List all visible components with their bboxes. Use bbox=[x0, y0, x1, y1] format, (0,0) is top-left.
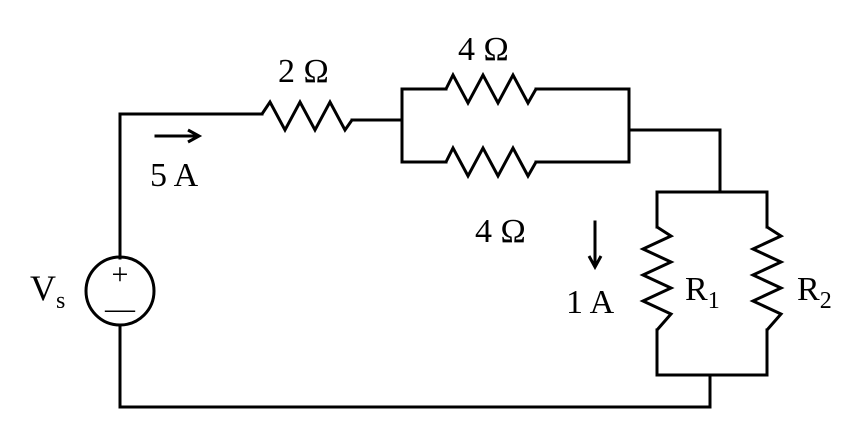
parallel-bottom-resistor bbox=[444, 144, 538, 180]
r1-label: R1 bbox=[685, 271, 720, 314]
r1-subscript: 1 bbox=[708, 288, 720, 314]
series-resistor-label: 2 Ω bbox=[278, 53, 329, 90]
voltage-source-plus: + bbox=[112, 258, 129, 291]
arrow-right-icon bbox=[154, 128, 203, 144]
wire-bottom-return bbox=[118, 323, 712, 409]
voltage-source-circle bbox=[84, 255, 156, 327]
r2-subscript: 2 bbox=[820, 288, 832, 314]
voltage-source-label: Vs bbox=[30, 268, 65, 314]
wire-load-top-rail bbox=[655, 190, 769, 229]
wire-load-bottom-rail bbox=[655, 328, 769, 377]
r2-label: R2 bbox=[797, 271, 832, 314]
voltage-source-minus: — bbox=[104, 292, 136, 325]
r1-resistor bbox=[639, 225, 675, 331]
wire-left-top bbox=[118, 112, 264, 260]
r1-current-label: 1 A bbox=[566, 284, 615, 321]
parallel-top-resistor bbox=[444, 71, 538, 107]
r2-symbol: R bbox=[797, 271, 820, 308]
arrow-down-icon bbox=[587, 220, 603, 271]
voltage-source-symbol: V bbox=[30, 268, 56, 308]
wire-parallel-to-load bbox=[627, 128, 722, 194]
parallel-bottom-resistor-label: 4 Ω bbox=[475, 213, 526, 250]
parallel-top-resistor-label: 4 Ω bbox=[458, 31, 509, 68]
voltage-source-subscript: s bbox=[56, 288, 65, 314]
r1-symbol: R bbox=[685, 271, 708, 308]
source-current-label: 5 A bbox=[150, 157, 199, 194]
series-resistor bbox=[260, 98, 354, 134]
r2-resistor bbox=[749, 225, 785, 331]
